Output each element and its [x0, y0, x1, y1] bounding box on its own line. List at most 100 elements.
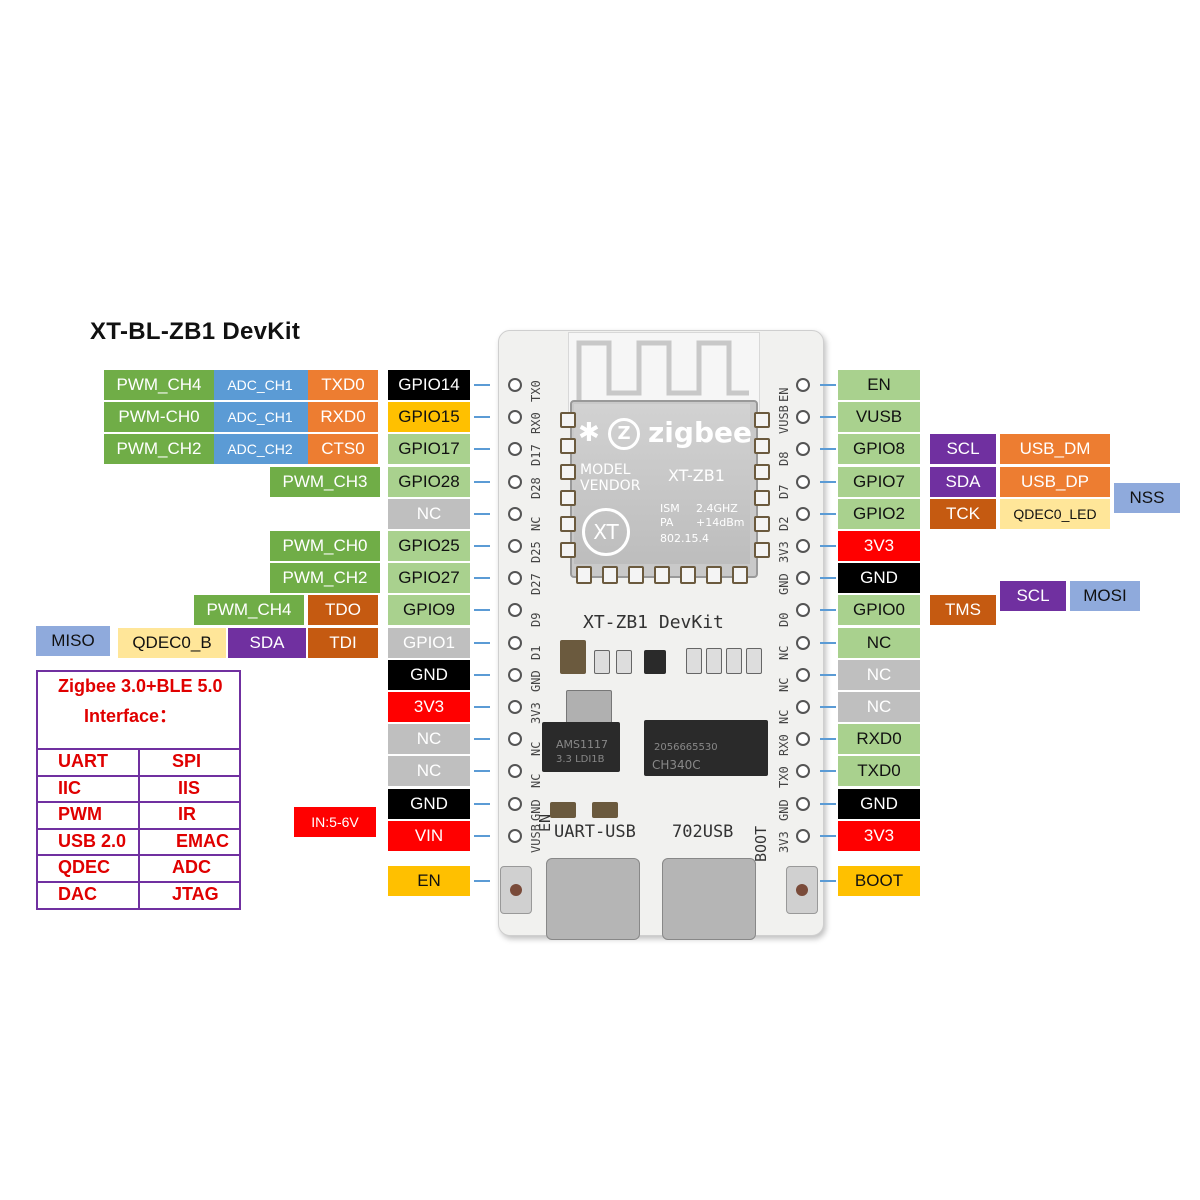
right-silk-nc: NC	[777, 677, 791, 692]
left-header-pin	[508, 636, 522, 650]
left-pin-label-3v3: 3V3	[388, 692, 470, 722]
pin-leader-line	[820, 513, 836, 515]
left-func-label-txd0: TXD0	[308, 370, 378, 400]
module-pad	[560, 490, 576, 506]
interface-cell-ir: IR	[178, 804, 196, 824]
left-func-label-adc-ch2: ADC_CH2	[212, 434, 308, 464]
left-silk-nc: NC	[529, 773, 543, 788]
pin-leader-line	[474, 481, 490, 483]
left-header-pin	[508, 829, 522, 843]
left-header-pin	[508, 507, 522, 521]
pin-leader-line	[474, 642, 490, 644]
right-silk-en: EN	[777, 387, 791, 402]
module-pad	[628, 566, 644, 584]
left-silk-gnd: GND	[529, 670, 543, 692]
uart-usb-port[interactable]	[546, 858, 640, 940]
bluetooth-icon: ✱	[578, 418, 600, 448]
board-name: XT-ZB1 DevKit	[583, 612, 724, 633]
left-header-pin	[508, 668, 522, 682]
interface-cell-iis: IIS	[178, 777, 201, 798]
resistor	[726, 648, 742, 674]
right-header-pin	[796, 636, 810, 650]
right-pin-label-nc: NC	[838, 660, 920, 690]
right-func-label-tms: TMS	[930, 595, 996, 625]
boot-button[interactable]	[786, 866, 818, 914]
pin-leader-line	[820, 803, 836, 805]
left-silk-3v3: 3V3	[529, 702, 543, 724]
left-silk-d17: D17	[529, 444, 543, 466]
module-pad	[560, 464, 576, 480]
pin-leader-line	[474, 513, 490, 515]
left-func-label-rxd0: RXD0	[308, 402, 378, 432]
module-pad	[754, 490, 770, 506]
right-silk-d2: D2	[777, 516, 791, 531]
module-pad	[754, 464, 770, 480]
interface-cell-adc: ADC	[172, 857, 211, 877]
interface-subtitle: Interface：	[84, 706, 178, 726]
pin-leader-line	[474, 706, 490, 708]
left-silk-d1: D1	[529, 645, 543, 660]
pin-leader-line	[820, 880, 836, 882]
right-header-pin	[796, 764, 810, 778]
right-pin-label-gpio8: GPIO8	[838, 434, 920, 464]
right-header-pin	[796, 668, 810, 682]
usb-chip-code: 2056665530	[654, 742, 718, 753]
pin-leader-line	[474, 384, 490, 386]
resistor	[686, 648, 702, 674]
pin-leader-line	[820, 642, 836, 644]
left-silk-nc: NC	[529, 516, 543, 531]
pin-leader-line	[474, 577, 490, 579]
right-header-pin	[796, 732, 810, 746]
left-func-label-pwm-ch0: PWM_CH0	[270, 531, 380, 561]
en-button[interactable]	[500, 866, 532, 914]
pin-leader-line	[474, 448, 490, 450]
pin-leader-line	[474, 803, 490, 805]
left-silk-tx0: TX0	[529, 380, 543, 402]
module-pad	[654, 566, 670, 584]
right-func-label-qdec0-led: QDEC0_LED	[1000, 499, 1110, 529]
xt-logo-icon: XT	[582, 508, 630, 556]
pin-leader-line	[474, 609, 490, 611]
usb-port[interactable]	[662, 858, 756, 940]
left-func-label-in-5-6v: IN:5-6V	[294, 807, 376, 837]
pin-leader-line	[820, 545, 836, 547]
left-func-label-pwm-ch4: PWM_CH4	[194, 595, 304, 625]
right-func-label-nss: NSS	[1114, 483, 1180, 513]
interface-cell-iic: IIC	[58, 777, 82, 798]
resistor	[616, 650, 632, 674]
right-header-pin	[796, 410, 810, 424]
right-header-pin	[796, 475, 810, 489]
module-pad	[602, 566, 618, 584]
left-silk-rx0: RX0	[529, 412, 543, 434]
right-pin-label-vusb: VUSB	[838, 402, 920, 432]
zigbee-logo-icon: Z	[608, 418, 640, 450]
module-pad	[754, 516, 770, 532]
right-func-label-scl: SCL	[1000, 581, 1066, 611]
right-header-pin	[796, 571, 810, 585]
left-pin-label-gpio9: GPIO9	[388, 595, 470, 625]
ldo-label: AMS1117	[556, 738, 608, 751]
interface-cell-usb-2-0: USB 2.0	[58, 830, 127, 851]
boot-silk-label: BOOT	[752, 825, 770, 862]
module-pa: PA	[660, 516, 674, 529]
right-header-pin	[796, 797, 810, 811]
interface-cell-pwm: PWM	[58, 804, 102, 824]
right-pin-label-nc: NC	[838, 628, 920, 658]
pin-leader-line	[474, 770, 490, 772]
module-std: 802.15.4	[660, 532, 709, 545]
module-vendor-line1: MODEL	[580, 462, 631, 478]
right-func-label-sda: SDA	[930, 467, 996, 497]
right-header-pin	[796, 700, 810, 714]
left-silk-d28: D28	[529, 477, 543, 499]
pin-leader-line	[474, 674, 490, 676]
left-func-label-pwm-ch4: PWM_CH4	[104, 370, 214, 400]
left-silk-d25: D25	[529, 541, 543, 563]
capacitor	[592, 802, 618, 818]
right-header-pin	[796, 603, 810, 617]
left-func-label-tdi: TDI	[308, 628, 378, 658]
ldo-tab	[566, 690, 612, 726]
uart-usb-label: UART-USB	[554, 822, 636, 842]
transistor	[644, 650, 666, 674]
right-silk-nc: NC	[777, 709, 791, 724]
